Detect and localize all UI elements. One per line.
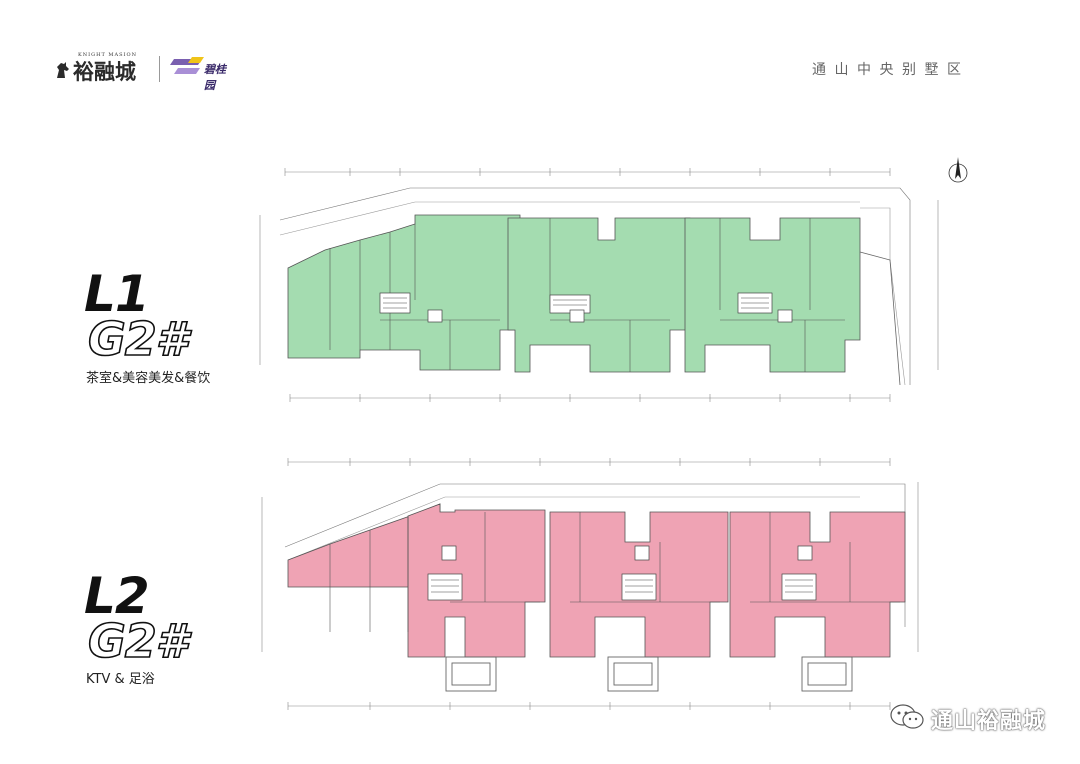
l1-floor-plan [259,168,939,402]
north-arrow-icon [946,155,970,189]
wechat-watermark: 通山裕融城 [889,703,1046,735]
building-label: G2# [87,311,188,367]
wechat-icon [889,703,925,735]
knight-logo-icon [54,60,72,84]
watermark-text: 通山裕融城 [930,709,1046,734]
brand-divider [159,56,160,82]
building-label: G2# [87,613,188,669]
floor-usage: 茶室&美容美发&餐饮 [86,371,211,386]
project-tagline: 通山中央别墅区 [812,62,970,78]
partner-name: 碧桂园 [204,63,226,92]
brand-name: 裕融城 [73,59,136,84]
floor-level-label: L1 [84,265,150,323]
floor-usage: KTV & 足浴 [86,672,155,687]
l2-floor-plan [261,458,919,710]
brand-subtitle: KNIGHT MASION [78,52,137,58]
partner-logo: 碧桂园 [170,55,226,92]
floor-level-label: L2 [84,567,150,625]
